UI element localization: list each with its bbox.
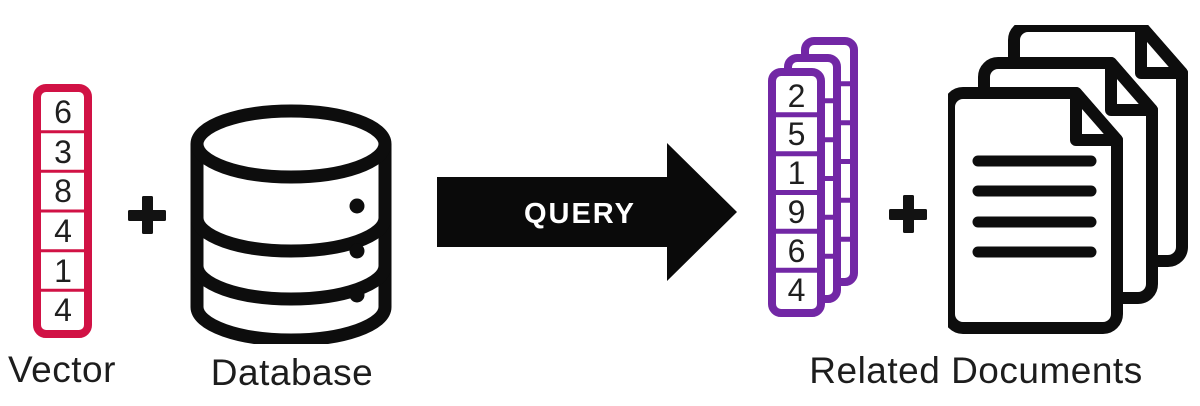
vector-cell-value: 3 <box>54 134 72 170</box>
vector-cell-value: 6 <box>54 94 72 130</box>
vector-cell-separators <box>40 130 85 292</box>
result-vectors-stack-icon: 2 5 1 9 6 4 <box>768 37 858 317</box>
database-body <box>190 104 392 344</box>
database-label: Database <box>210 352 374 393</box>
database-icon <box>190 104 392 344</box>
vector-cell-value: 4 <box>54 292 72 328</box>
query-arrow-icon: QUERY <box>437 143 737 281</box>
related-documents-label: Related Documents <box>809 350 1143 391</box>
vector-cell-value: 8 <box>54 173 72 209</box>
query-arrow-label: QUERY <box>524 198 636 230</box>
result-cell-value: 6 <box>788 233 806 269</box>
result-cell-value: 5 <box>788 116 806 152</box>
result-cell-value: 9 <box>788 194 806 230</box>
result-cell-value: 2 <box>788 78 806 114</box>
vector-column-icon: 6 3 8 4 1 4 <box>33 84 92 338</box>
vector-cell-value: 4 <box>54 213 72 249</box>
result-vector-front: 2 5 1 9 6 4 <box>768 68 825 317</box>
result-cell-value: 1 <box>788 155 806 191</box>
vector-values: 6 3 8 4 1 4 <box>54 94 72 328</box>
result-vector-values: 2 5 1 9 6 4 <box>788 78 806 308</box>
result-cell-value: 4 <box>788 272 806 308</box>
document-front <box>948 87 1123 334</box>
arrow-shape <box>437 143 737 281</box>
document-text-lines <box>972 155 1097 258</box>
plus-icon <box>128 196 166 234</box>
database-dots <box>349 198 365 303</box>
vector-cell-value: 1 <box>54 253 72 289</box>
documents-stack-icon <box>948 25 1188 334</box>
plus-icon <box>889 195 927 233</box>
vector-label: Vector <box>8 349 116 390</box>
